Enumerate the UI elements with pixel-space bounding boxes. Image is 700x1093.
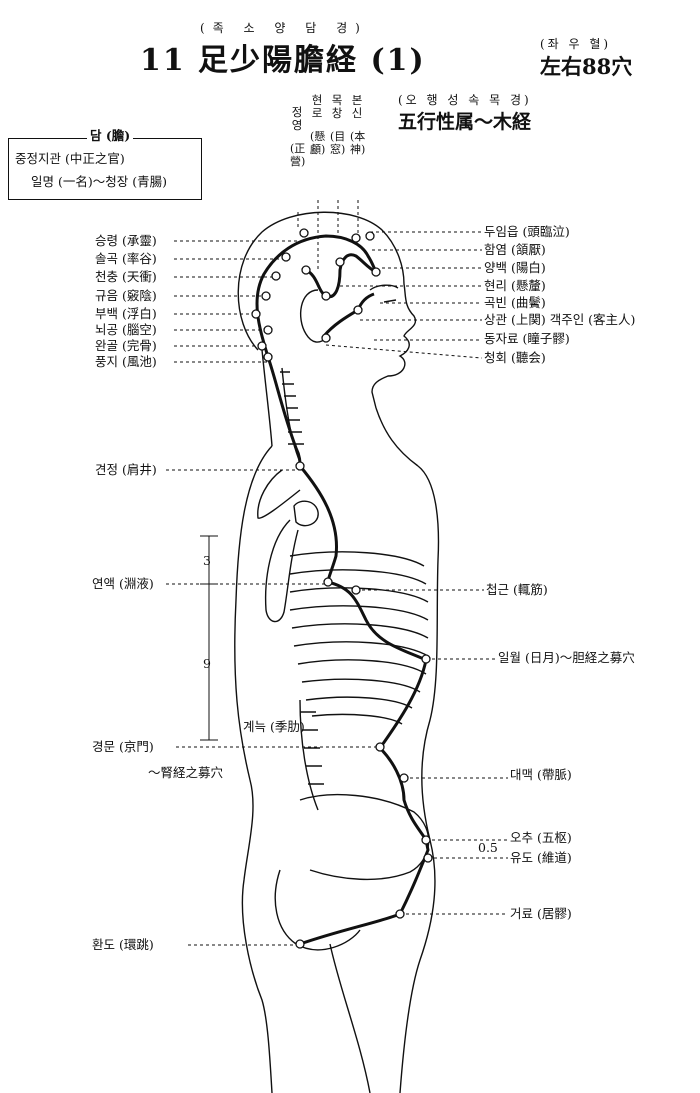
- point-label-right: 현리 (懸釐): [484, 278, 546, 293]
- point-marker: [335, 257, 345, 267]
- point-mokchang-hangul: 목창: [331, 93, 343, 120]
- point-marker: [371, 267, 381, 277]
- point-marker: [323, 577, 333, 587]
- five-element: 五行性属～木経: [398, 111, 532, 133]
- point-marker: [251, 309, 261, 319]
- point-label-right: 유도 (維道): [510, 850, 572, 865]
- point-marker: [257, 341, 267, 351]
- point-marker: [351, 585, 361, 595]
- point-hyeonro-hanja: (懸顱): [310, 130, 326, 156]
- acupoints: [251, 228, 433, 949]
- point-label-left: 연액 (淵液): [92, 576, 154, 591]
- point-label-right: 청회 (聽会): [484, 350, 546, 365]
- point-marker: [351, 233, 361, 243]
- point-marker: [395, 909, 405, 919]
- point-label-right: 오추 (五枢): [510, 830, 572, 845]
- point-label-left: 부백 (浮白): [95, 306, 157, 321]
- point-label-right: 두임읍 (頭臨泣): [484, 224, 570, 239]
- organ-title: 담 (膽): [87, 129, 134, 143]
- point-jeongyeong-hangul: 정영: [291, 105, 303, 132]
- measure-bracket: [200, 535, 218, 741]
- point-label-right: 상관 (上関) 객주인 (客主人): [484, 312, 636, 327]
- point-marker: [295, 939, 305, 949]
- point-label-left: 견정 (肩井): [95, 462, 157, 477]
- measure-05: 0.5: [478, 840, 498, 855]
- gyeneuk-label: 계늑 (季肋): [243, 719, 305, 734]
- hwando-label: 환도 (環跳): [92, 937, 154, 952]
- point-label-left: 경문 (京門): [92, 739, 154, 754]
- body-outline: [234, 211, 440, 1093]
- point-label-left: 승령 (承靈): [95, 233, 157, 248]
- leader-lines: [166, 200, 508, 946]
- point-hyeonro-hangul: 현로: [311, 93, 323, 120]
- point-count: 左右88穴: [540, 54, 633, 79]
- jeongmun-note: ～腎経之募穴: [148, 765, 224, 780]
- point-label-right: 대맥 (帶脈): [510, 767, 572, 782]
- point-marker: [399, 773, 409, 783]
- meridian-number: 11: [140, 43, 186, 78]
- point-marker: [375, 742, 385, 752]
- point-label-left: 규음 (竅陰): [95, 288, 157, 303]
- point-marker: [421, 835, 431, 845]
- point-label-right: 양백 (陽白): [484, 260, 546, 275]
- point-jeongyeong-hanja: (正營): [290, 142, 306, 168]
- point-label-left: 풍지 (風池): [95, 354, 157, 369]
- element-reading: (오 행 성 속 목 경): [398, 93, 532, 107]
- point-marker: [295, 461, 305, 471]
- point-count-reading: (좌 우 혈): [540, 37, 612, 51]
- organ-office: 중정지관 (中正之官): [15, 151, 125, 166]
- point-marker: [261, 291, 271, 301]
- point-marker: [263, 325, 273, 335]
- meridian-path: [255, 234, 430, 946]
- title-reading: (족 소 양 담 경): [200, 21, 368, 35]
- point-marker: [353, 305, 363, 315]
- point-marker: [423, 853, 433, 863]
- page-title: 足少陽膽経 (1): [198, 43, 426, 78]
- point-marker: [321, 333, 331, 343]
- point-label-left: 뇌공 (腦空): [95, 322, 157, 337]
- point-label-right: 동자료 (瞳子髎): [484, 331, 570, 346]
- point-bonsin-hanja: (本神): [350, 130, 366, 156]
- point-label-right: 첩근 (輒筋): [486, 582, 548, 597]
- point-marker: [263, 352, 273, 362]
- point-label-left: 완골 (完骨): [95, 338, 157, 353]
- point-marker: [421, 654, 431, 664]
- point-label-right: 곡빈 (曲鬢): [484, 295, 546, 310]
- point-marker: [321, 291, 331, 301]
- point-marker: [271, 271, 281, 281]
- organ-box: 담 (膽) 중정지관 (中正之官) 일명 (一名)～청장 (青腸): [8, 129, 202, 200]
- point-marker: [365, 231, 375, 241]
- point-marker: [281, 252, 291, 262]
- point-label-right: 함염 (頷厭): [484, 242, 546, 257]
- organ-alias: 일명 (一名)～청장 (青腸): [31, 174, 167, 189]
- measure-9: 9: [203, 656, 211, 671]
- point-bonsin-hangul: 본신: [351, 93, 363, 120]
- point-label-left: 솔곡 (率谷): [95, 251, 157, 266]
- point-mokchang-hanja: (目窓): [330, 130, 346, 156]
- point-marker: [301, 265, 311, 275]
- point-label-right: 거료 (居髎): [510, 906, 572, 921]
- measure-3: 3: [203, 553, 211, 568]
- point-label-right: 일월 (日月)～胆経之募穴: [498, 650, 635, 665]
- point-marker: [299, 228, 309, 238]
- point-label-left: 천충 (天衝): [95, 269, 157, 284]
